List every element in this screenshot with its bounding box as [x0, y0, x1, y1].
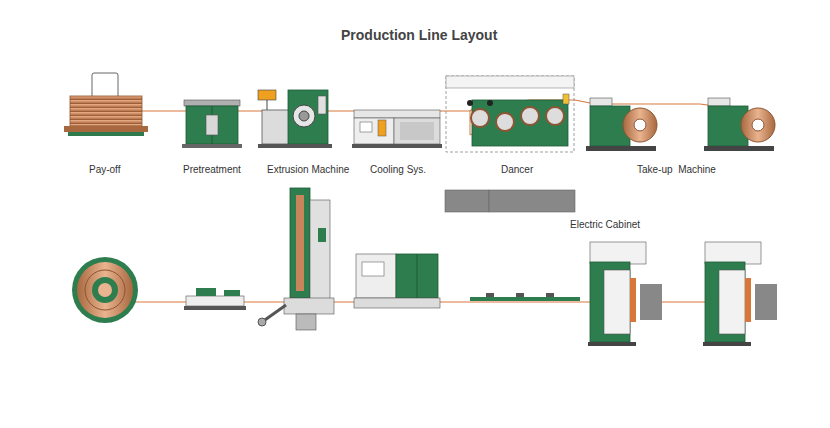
take-up-machine — [588, 242, 662, 346]
cooling-system — [352, 110, 442, 148]
take-up-machine — [703, 242, 777, 346]
diagram-title: Production Line Layout — [341, 27, 497, 43]
cooling-unit — [354, 254, 440, 308]
part-label: Electric Cabinet — [570, 219, 640, 231]
take-up-machine — [704, 98, 775, 151]
coil — [72, 257, 138, 323]
part-label: Pay-off — [89, 164, 121, 176]
take-up-machine — [586, 98, 657, 151]
copper-wire — [105, 301, 600, 302]
guide-rail — [470, 293, 580, 301]
vertical-extruder — [258, 188, 334, 330]
part-label: Take-up Machine — [637, 164, 716, 176]
part-label: Pretreatment — [183, 164, 241, 176]
pay-off-reel — [64, 73, 148, 136]
pretreatment-unit — [182, 100, 242, 148]
part-label: Extrusion Machine — [267, 164, 349, 176]
part-label: Dancer — [501, 164, 533, 176]
electric-cabinet — [445, 190, 575, 212]
dancer-frame — [446, 76, 574, 152]
straightener — [184, 288, 246, 310]
extrusion-machine — [258, 90, 332, 148]
part-label: Cooling Sys. — [370, 164, 426, 176]
